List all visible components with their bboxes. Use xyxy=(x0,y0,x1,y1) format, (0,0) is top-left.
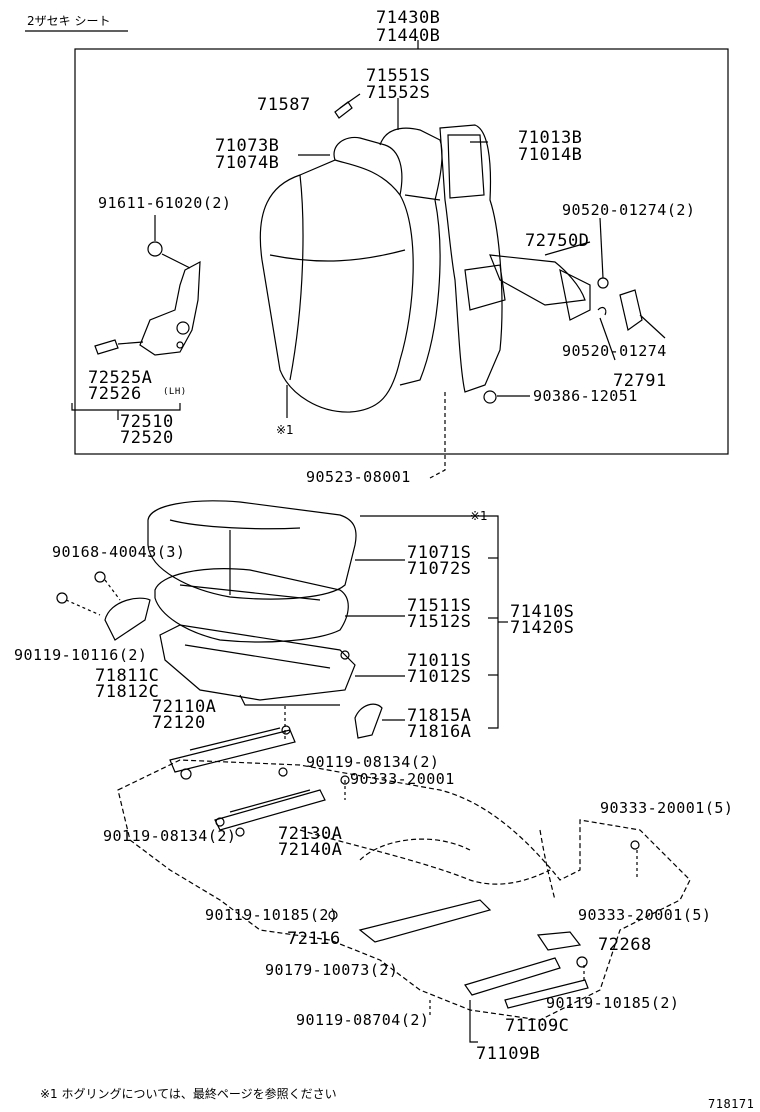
seat-track-upper xyxy=(169,725,296,780)
part-90520-a[interactable]: 90520-01274(2) xyxy=(562,201,696,219)
part-71587[interactable]: 71587 xyxy=(257,95,311,115)
part-71011[interactable]: 71011S xyxy=(407,651,472,671)
part-90179[interactable]: 90179-10073(2) xyxy=(265,961,399,979)
part-72110[interactable]: 72110A xyxy=(152,697,217,717)
part-72116[interactable]: 72116 xyxy=(287,929,341,949)
part-71072[interactable]: 71072S xyxy=(407,559,472,579)
part-90119-08134-b[interactable]: 90119-08134(2) xyxy=(103,827,237,845)
part-71109b[interactable]: 71109B xyxy=(476,1044,541,1064)
part-71552[interactable]: 71552S xyxy=(366,83,431,103)
part-71430[interactable]: 71430B xyxy=(376,8,441,28)
part-90119-08704[interactable]: 90119-08704(2) xyxy=(296,1011,430,1029)
floor-rail xyxy=(464,957,589,1009)
seatback-cover xyxy=(259,136,414,413)
floor-panel xyxy=(117,759,691,1021)
bolt-90119-10116 xyxy=(56,592,68,604)
part-90333-a[interactable]: 90333-20001 xyxy=(350,770,455,788)
part-72120[interactable]: 72120 xyxy=(152,713,206,733)
part-72130[interactable]: 72130A xyxy=(278,824,343,844)
recliner-left xyxy=(94,241,201,356)
bolt-90386 xyxy=(483,390,497,404)
part-71440[interactable]: 71440B xyxy=(376,26,441,46)
part-90520-b[interactable]: 90520-01274 xyxy=(562,342,667,360)
part-71816[interactable]: 71816A xyxy=(407,722,472,742)
part-72510[interactable]: 72510 xyxy=(120,412,174,432)
tag-lh: (LH) xyxy=(163,387,187,397)
side-cover xyxy=(104,597,151,641)
part-72525[interactable]: 72525A xyxy=(88,368,153,388)
footnote-mark: ※1 xyxy=(276,423,294,437)
part-71109c[interactable]: 71109C xyxy=(505,1016,570,1036)
seatback-rear xyxy=(379,127,443,386)
part-90333-b[interactable]: 90333-20001(5) xyxy=(600,799,734,817)
part-72140[interactable]: 72140A xyxy=(278,840,343,860)
seatback-frame xyxy=(439,124,506,393)
part-71811[interactable]: 71811C xyxy=(95,666,160,686)
part-71551[interactable]: 71551S xyxy=(366,66,431,86)
floor-bracket xyxy=(358,899,492,943)
seatback-group-frame xyxy=(74,48,729,455)
part-71511[interactable]: 71511S xyxy=(407,596,472,616)
footnote-mark-2: ※1 xyxy=(470,509,488,523)
part-71812[interactable]: 71812C xyxy=(95,682,160,702)
part-71014[interactable]: 71014B xyxy=(518,145,583,165)
trim-clip xyxy=(334,101,353,119)
seat-cushion-pad xyxy=(154,568,349,643)
part-91611[interactable]: 91611-61020(2) xyxy=(98,194,232,212)
part-71073[interactable]: 71073B xyxy=(215,136,280,156)
part-72791[interactable]: 72791 xyxy=(613,371,667,391)
part-71013[interactable]: 71013B xyxy=(518,128,583,148)
release-lever xyxy=(489,254,643,332)
bracket-72268 xyxy=(536,931,582,951)
part-90523[interactable]: 90523-08001 xyxy=(306,468,411,486)
part-71815[interactable]: 71815A xyxy=(407,706,472,726)
footnote-text: ※1 ホグリングについては、最終ページを参照ください xyxy=(40,1087,337,1101)
part-72750[interactable]: 72750D xyxy=(525,231,590,251)
bolt-90168 xyxy=(94,571,106,583)
part-72520[interactable]: 72520 xyxy=(120,428,174,448)
part-72526[interactable]: 72526 xyxy=(88,384,142,404)
part-90119-10116[interactable]: 90119-10116(2) xyxy=(14,646,148,664)
part-71512[interactable]: 71512S xyxy=(407,612,472,632)
seat-track-lower xyxy=(214,789,326,831)
part-90333-c[interactable]: 90333-20001(5) xyxy=(578,906,712,924)
part-90386[interactable]: 90386-12051 xyxy=(533,387,638,405)
seat-frame xyxy=(159,624,356,706)
part-71074[interactable]: 71074B xyxy=(215,153,280,173)
part-90119-08134-a[interactable]: 90119-08134(2) xyxy=(306,753,440,771)
part-90119-10185-b[interactable]: 90119-10185(2) xyxy=(546,994,680,1012)
part-90119-10185-a[interactable]: 90119-10185(2) xyxy=(205,906,339,924)
part-71420[interactable]: 71420S xyxy=(510,618,575,638)
part-90168[interactable]: 90168-40043(3) xyxy=(52,543,186,561)
seat-trim-cover xyxy=(354,703,383,739)
diagram-title: 2ザセキ シート xyxy=(27,14,111,28)
diagram-id: 718171 xyxy=(708,1097,755,1111)
part-71012[interactable]: 71012S xyxy=(407,667,472,687)
part-71410[interactable]: 71410S xyxy=(510,602,575,622)
part-71071[interactable]: 71071S xyxy=(407,543,472,563)
part-72268[interactable]: 72268 xyxy=(598,935,652,955)
seat-cushion-cover xyxy=(147,500,357,600)
